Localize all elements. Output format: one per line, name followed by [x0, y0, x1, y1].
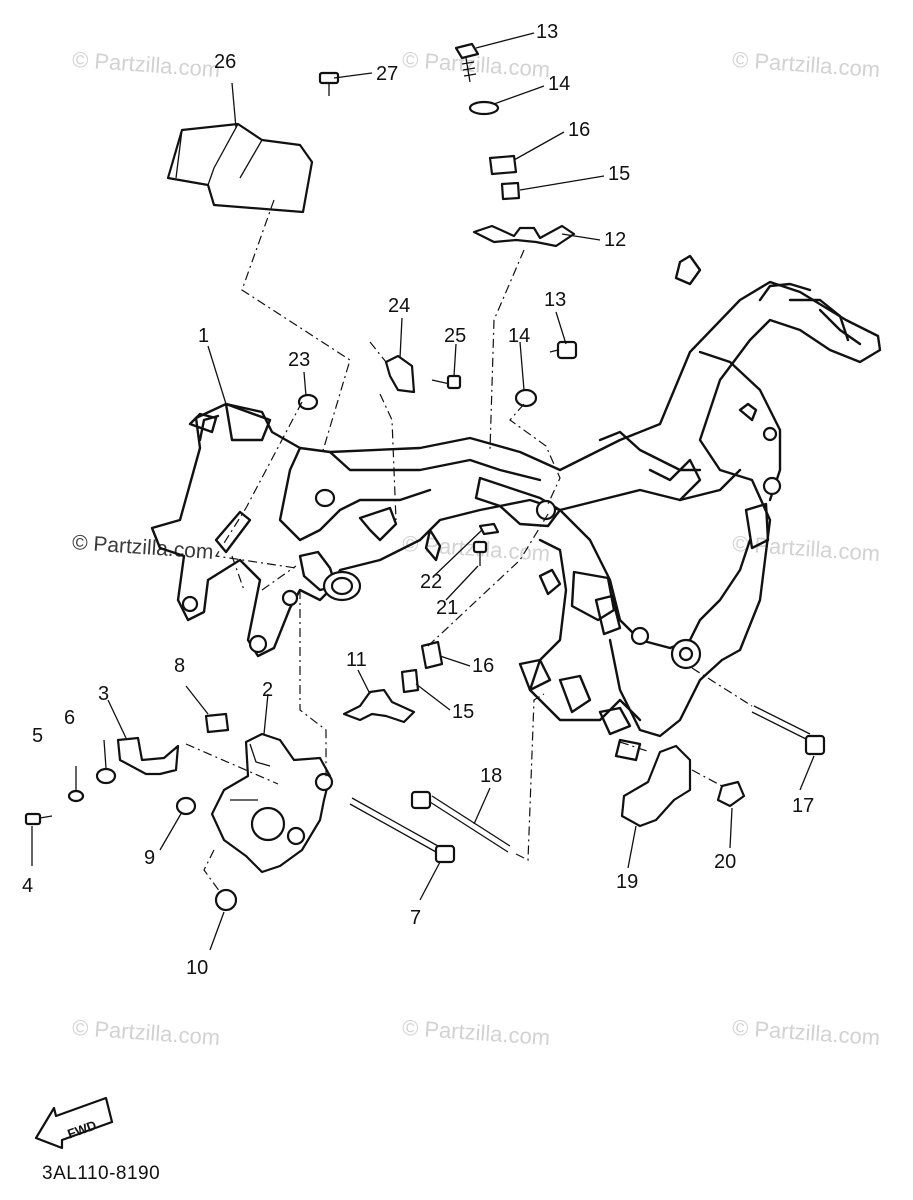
callout-5: 5: [32, 725, 44, 747]
part-5-washer: [67, 789, 85, 803]
callout-22: 22: [420, 571, 443, 593]
callout-27: 27: [376, 63, 399, 85]
part-12-bracket: [472, 224, 576, 248]
callout-14: 14: [548, 73, 571, 95]
part-3-bracket: [116, 736, 180, 776]
callout-16: 16: [472, 655, 495, 677]
callout-17: 17: [792, 795, 815, 817]
part-25-screw: [431, 374, 462, 390]
diagram-code: 3AL110-8190: [42, 1163, 161, 1184]
callout-21: 21: [436, 597, 459, 619]
callout-13: 13: [536, 21, 559, 43]
callout-6: 6: [64, 707, 76, 729]
part-2-engine-bracket: [210, 732, 334, 874]
part-15-collar: [500, 181, 521, 201]
part-4-screw: [24, 812, 53, 826]
callout-23: 23: [288, 349, 311, 371]
part-17-bolt: [751, 705, 826, 756]
callout-8: 8: [174, 655, 186, 677]
part-22-clip: [478, 522, 500, 536]
part-10-damper: [214, 888, 238, 912]
callout-19: 19: [616, 871, 639, 893]
callout-13: 13: [544, 289, 567, 311]
callout-1: 1: [198, 325, 210, 347]
part-16-collar: [420, 640, 444, 670]
part-7-bolt: [349, 797, 456, 864]
callout-24: 24: [388, 295, 411, 317]
callout-15: 15: [452, 701, 475, 723]
part-15-collar: [400, 668, 420, 694]
callout-12: 12: [604, 229, 627, 251]
part-26-cover: [166, 122, 314, 214]
part-13-bolt: [549, 340, 578, 360]
part-11-bracket: [342, 688, 416, 724]
callout-2: 2: [262, 679, 274, 701]
part-21-bolt: [472, 540, 488, 566]
callout-14: 14: [508, 325, 531, 347]
part-20-nut: [716, 780, 746, 808]
part-27-bolt: [318, 71, 340, 96]
part-6-washer: [95, 767, 117, 785]
part-14-washer: [468, 100, 500, 116]
callout-18: 18: [480, 765, 503, 787]
callout-25: 25: [444, 325, 467, 347]
part-16-collar: [488, 154, 518, 176]
callout-20: 20: [714, 851, 737, 873]
callout-10: 10: [186, 957, 209, 979]
leader-lines: [31, 32, 815, 951]
part-23-bolt: [297, 393, 319, 411]
part-8-damper: [204, 712, 230, 734]
callout-16: 16: [568, 119, 591, 141]
part-13-bolt: [454, 42, 480, 83]
callout-4: 4: [22, 875, 34, 897]
part-9-damper: [175, 796, 197, 816]
callout-26: 26: [214, 51, 237, 73]
part-1-main-frame: [150, 254, 882, 762]
part-18-bolt: [410, 790, 511, 853]
callout-9: 9: [144, 847, 156, 869]
part-14-washer: [514, 388, 538, 408]
callout-15: 15: [608, 163, 631, 185]
fwd-arrow-icon: FWD: [34, 1096, 114, 1150]
part-19-plate: [620, 744, 692, 828]
callout-7: 7: [410, 907, 422, 929]
callout-11: 11: [346, 649, 367, 671]
part-24-clamp: [384, 354, 416, 394]
callout-3: 3: [98, 683, 110, 705]
